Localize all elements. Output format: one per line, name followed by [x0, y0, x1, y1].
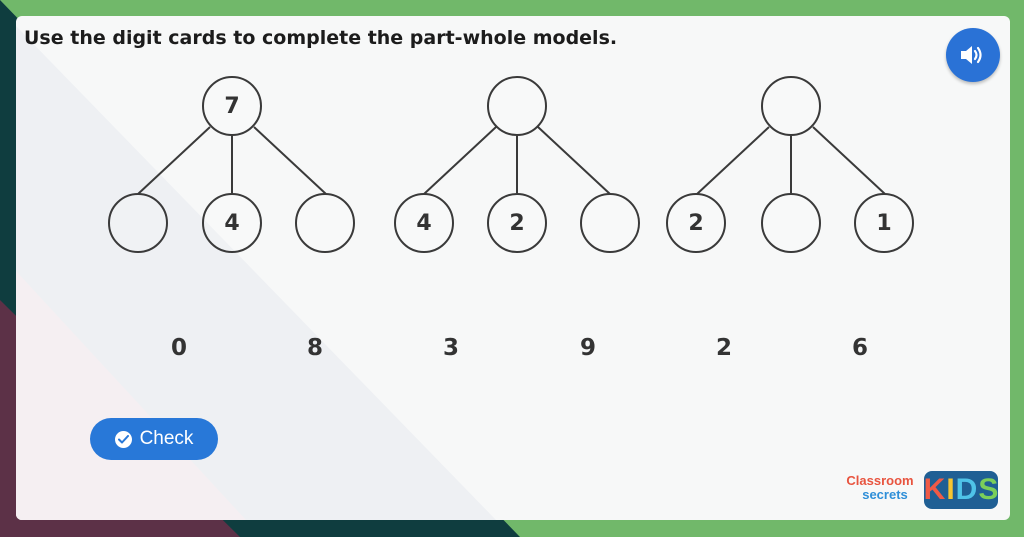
whole-circle[interactable]	[761, 76, 821, 136]
kids-letter: K	[923, 473, 946, 506]
speaker-icon	[961, 46, 982, 64]
logo-word-classroom: Classroom	[846, 473, 914, 488]
part-circle[interactable]: 4	[202, 193, 262, 253]
part-circle[interactable]: 1	[854, 193, 914, 253]
audio-button[interactable]	[946, 28, 1000, 82]
part-circle[interactable]: 4	[394, 193, 454, 253]
kids-letter: D	[955, 473, 978, 506]
check-button-label: Check	[139, 428, 194, 449]
kids-letter: S	[978, 473, 999, 506]
digit-card[interactable]: 8	[306, 335, 323, 361]
part-circle[interactable]	[761, 193, 821, 253]
part-circle[interactable]: 2	[487, 193, 547, 253]
digit-card[interactable]: 0	[170, 335, 187, 361]
classroom-secrets-logo: Classroom secrets	[844, 471, 916, 505]
part-circle[interactable]	[108, 193, 168, 253]
whole-circle[interactable]: 7	[202, 76, 262, 136]
model-connector-lines	[137, 126, 886, 195]
digit-card[interactable]: 9	[579, 335, 596, 361]
logo-word-secrets: secrets	[862, 487, 908, 502]
digit-card[interactable]: 3	[442, 335, 459, 361]
activity-panel: Use the digit cards to complete the part…	[16, 16, 1010, 520]
part-circle[interactable]	[580, 193, 640, 253]
part-circle[interactable]	[295, 193, 355, 253]
kids-letter: I	[946, 473, 955, 506]
check-button[interactable]: Check	[90, 418, 218, 460]
check-circle-icon	[114, 430, 132, 448]
instruction-text: Use the digit cards to complete the part…	[24, 27, 618, 49]
kids-logo: K I D S	[924, 471, 998, 509]
whole-circle[interactable]	[487, 76, 547, 136]
digit-card[interactable]: 6	[851, 335, 868, 361]
part-circle[interactable]: 2	[666, 193, 726, 253]
digit-card[interactable]: 2	[715, 335, 732, 361]
